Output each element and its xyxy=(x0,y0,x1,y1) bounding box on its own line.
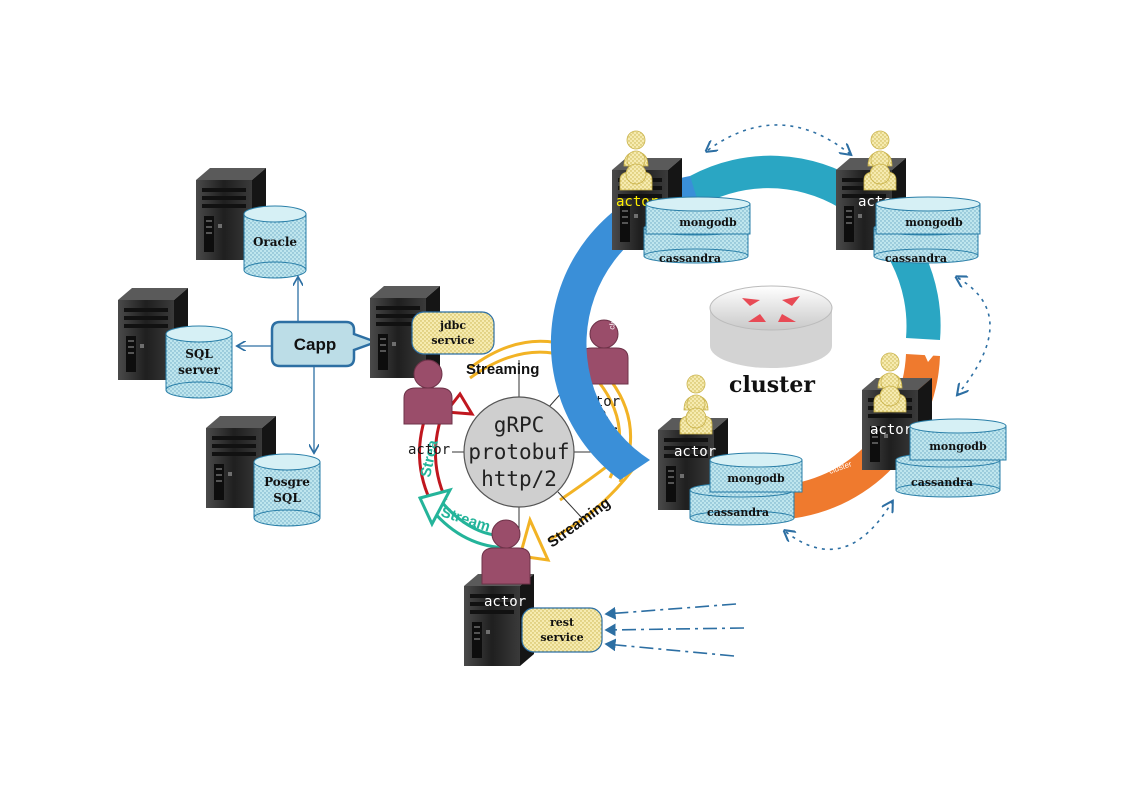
rest-server: actor rest service xyxy=(464,519,603,666)
cluster-node-2-db2: cassandra xyxy=(885,252,947,265)
database-cylinder-icon xyxy=(243,205,307,279)
sql-server: SQL server xyxy=(118,288,233,399)
cluster-node-1-db2: cassandra xyxy=(659,252,721,265)
cluster-node-3-db2: cassandra xyxy=(911,476,973,489)
http2-label: http/2 xyxy=(481,467,557,491)
protobuf-label: protobuf xyxy=(468,440,569,464)
database-cylinder-icon xyxy=(643,196,751,264)
jdbc-server: jdbc service xyxy=(370,286,495,378)
capp-label: Capp xyxy=(294,335,337,354)
jdbc-service-badge[interactable]: jdbc service xyxy=(411,311,495,355)
cluster-node-4-db1: mongodb xyxy=(727,472,785,485)
cluster-node-2-db1: mongodb xyxy=(905,216,963,229)
capp-connectors xyxy=(238,278,314,452)
rest-service-line1: rest xyxy=(550,616,575,629)
database-cylinder-icon xyxy=(873,196,981,264)
cluster-node-4-db2: cassandra xyxy=(707,506,769,519)
cluster-node-1: actor mongodb cassandra xyxy=(612,130,751,265)
rest-service-line2: service xyxy=(540,631,583,644)
capp-node[interactable]: Capp xyxy=(270,320,380,368)
rest-service-badge[interactable]: rest service xyxy=(521,607,603,653)
cluster-node-4-actor: actor xyxy=(674,444,716,460)
router-icon xyxy=(709,285,833,368)
jdbc-service-line2: service xyxy=(431,334,474,347)
streaming-label-lower-left: Stream xyxy=(439,504,493,536)
sql-server-label-line1: SQL xyxy=(185,347,213,361)
database-cylinder-icon xyxy=(253,453,321,527)
actor-left-label: actor xyxy=(408,442,450,458)
postgres-label-line1: Posgre xyxy=(264,475,310,489)
postgres-label-line2: SQL xyxy=(273,491,301,505)
cluster-node-4: actor mongodb cassandra xyxy=(658,374,803,526)
rest-actor-label: actor xyxy=(484,594,526,610)
database-cylinder-icon xyxy=(895,418,1007,498)
oracle-label: Oracle xyxy=(253,235,297,249)
cluster-node-3-db1: mongodb xyxy=(929,440,987,453)
oracle-server: Oracle xyxy=(196,168,307,279)
cluster-node-3: actor mongodb cassandra xyxy=(862,352,1007,498)
streaming-label-top: Streaming xyxy=(466,361,539,378)
cluster-node-1-db1: mongodb xyxy=(679,216,737,229)
postgres-server: Posgre SQL xyxy=(206,416,321,527)
sql-server-label-line2: server xyxy=(178,363,220,377)
database-cylinder-icon xyxy=(165,325,233,399)
grpc-hub[interactable]: gRPC protobuf http/2 xyxy=(463,396,575,508)
database-cylinder-icon xyxy=(689,452,803,526)
cluster-title: cluster xyxy=(729,372,815,398)
cluster-node-3-actor: actor xyxy=(870,422,912,438)
actor-left: actor xyxy=(403,359,453,458)
streaming-label-lower-right: Streaming xyxy=(544,494,613,551)
grpc-label: gRPC xyxy=(494,413,545,437)
jdbc-service-line1: jdbc xyxy=(439,319,466,332)
cluster-node-2: acto mongodb cassandra xyxy=(836,130,981,265)
rest-incoming-arrows xyxy=(604,603,745,657)
cluster-sync-arrows xyxy=(708,124,991,551)
cluster-ring-label-left: cluster xyxy=(607,305,620,330)
